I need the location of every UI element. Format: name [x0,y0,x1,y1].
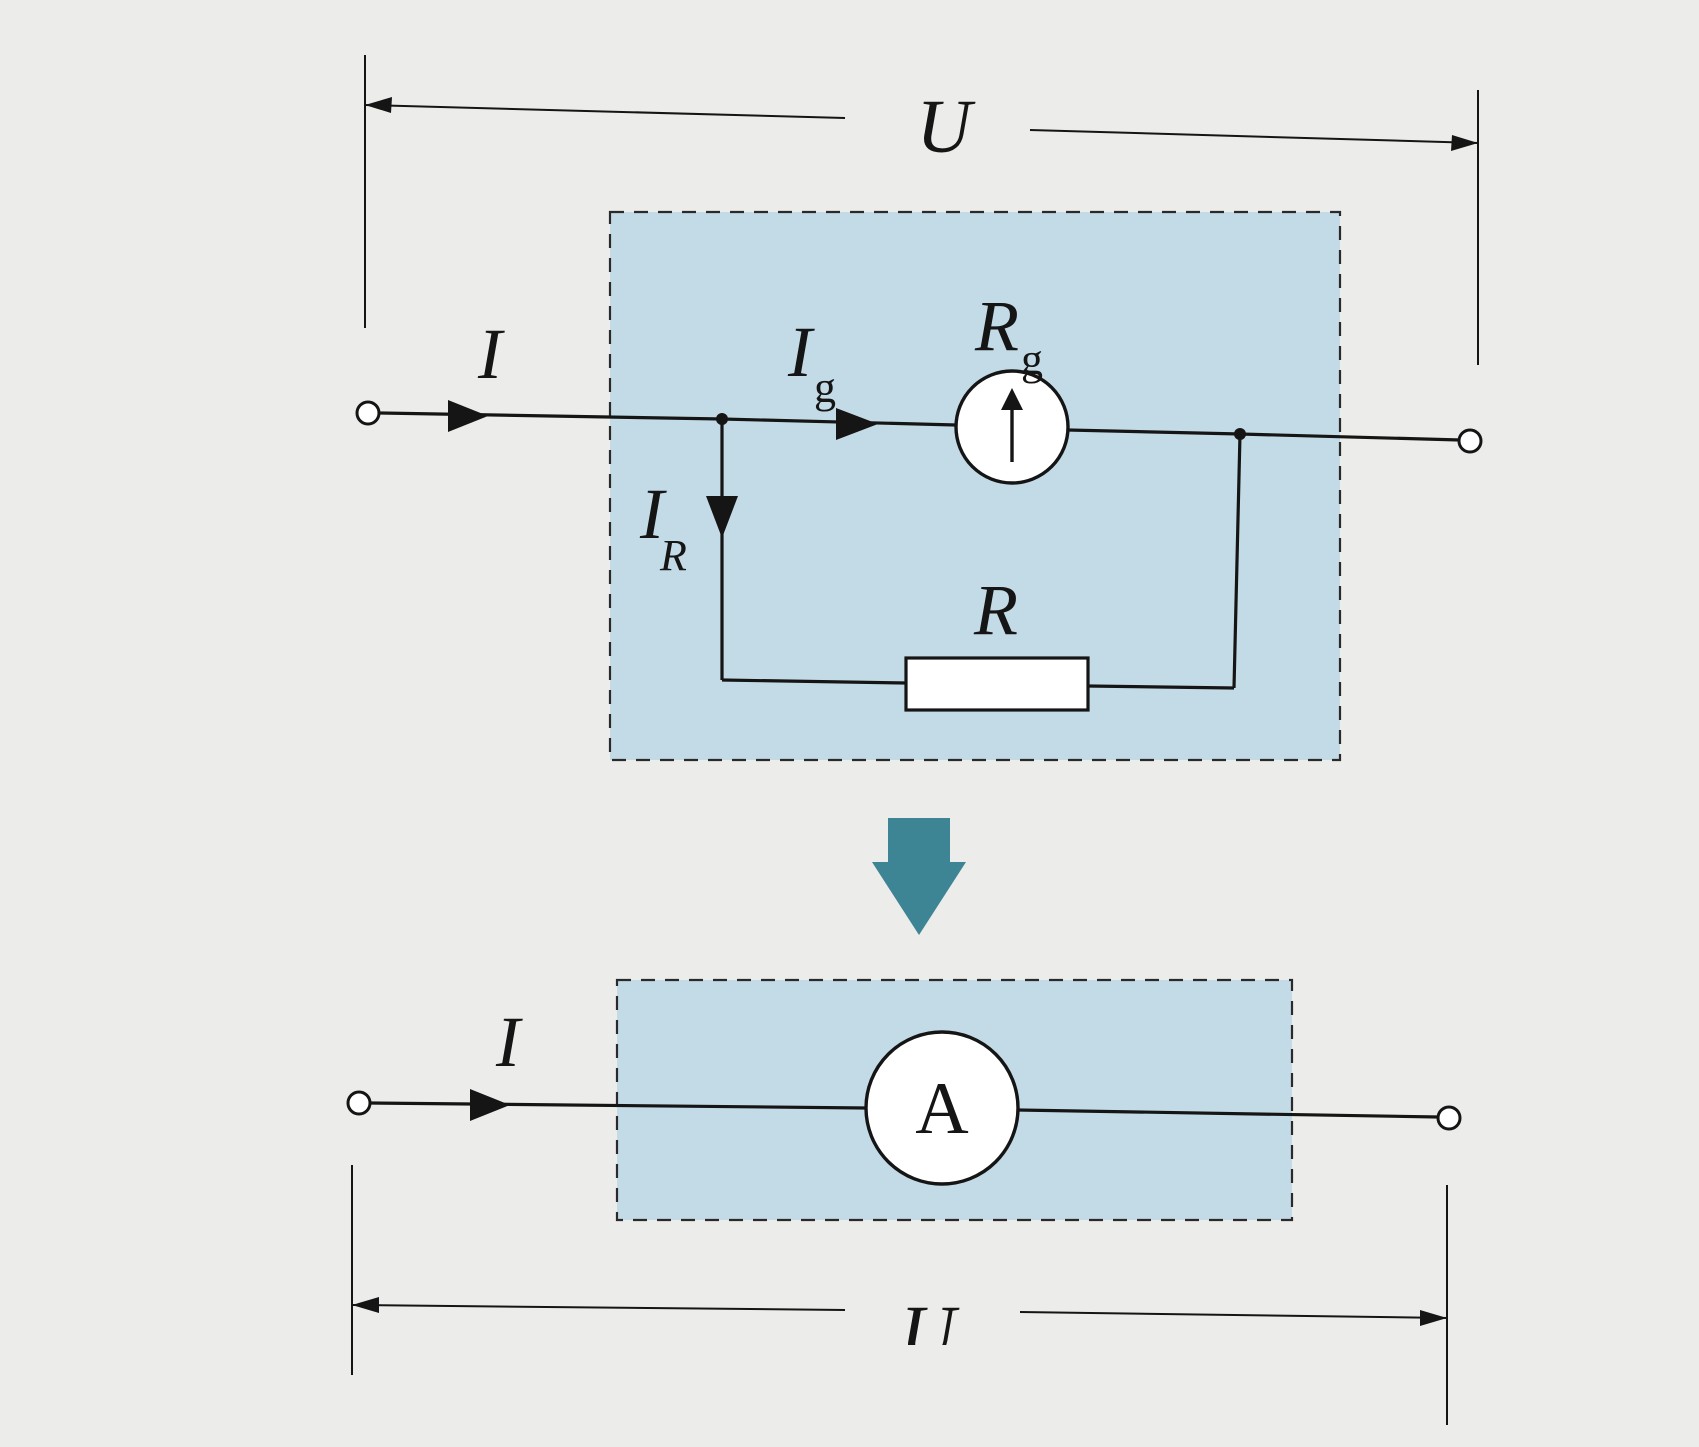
bottom-right-terminal [1436,1105,1462,1131]
shunt-branch-right-vertical [1232,433,1242,689]
bottom-circuit: I A U [346,978,1462,1425]
shunt-resistor-label: R [973,570,1018,650]
bottom-voltage-dimension: U [351,1165,1448,1425]
main-current-label: I [477,314,505,394]
shunt-branch-current-arrow [706,496,738,538]
shunt-wire-left [721,678,907,685]
meter-branch-current-label: Ig [787,312,836,412]
top-left-terminal [355,400,381,426]
top-right-terminal [1457,428,1483,454]
top-meter-region-border [608,210,1342,762]
bottom-input-wire [369,1101,867,1110]
bottom-current-label: I [495,1002,523,1082]
bottom-meter-region-border [615,978,1294,1222]
equivalence-arrow [872,818,966,935]
voltage-left-arrowhead [365,97,392,113]
ammeter-symbol: A [915,1068,968,1150]
page-cut-mask [880,1345,980,1375]
bottom-left-terminal [346,1090,372,1116]
shunt-resistor [904,656,1090,712]
meter-branch-current-arrow [836,408,878,440]
shunt-wire-right [1087,684,1235,690]
bottom-current-arrow [470,1089,510,1121]
top-output-wire [1239,432,1461,442]
meter-branch-wire-right [1067,428,1241,436]
ammeter-icon [864,1030,1020,1186]
top-voltage-label: U [917,85,976,169]
top-voltage-dimension: U [364,55,1479,365]
top-input-wire [378,411,723,421]
voltage-right-arrowhead [1451,135,1478,151]
bottom-output-wire [1017,1108,1439,1119]
main-current-arrow [448,400,488,432]
galvanometer-icon [954,369,1070,485]
meter-resistance-label: Rg [974,286,1043,384]
